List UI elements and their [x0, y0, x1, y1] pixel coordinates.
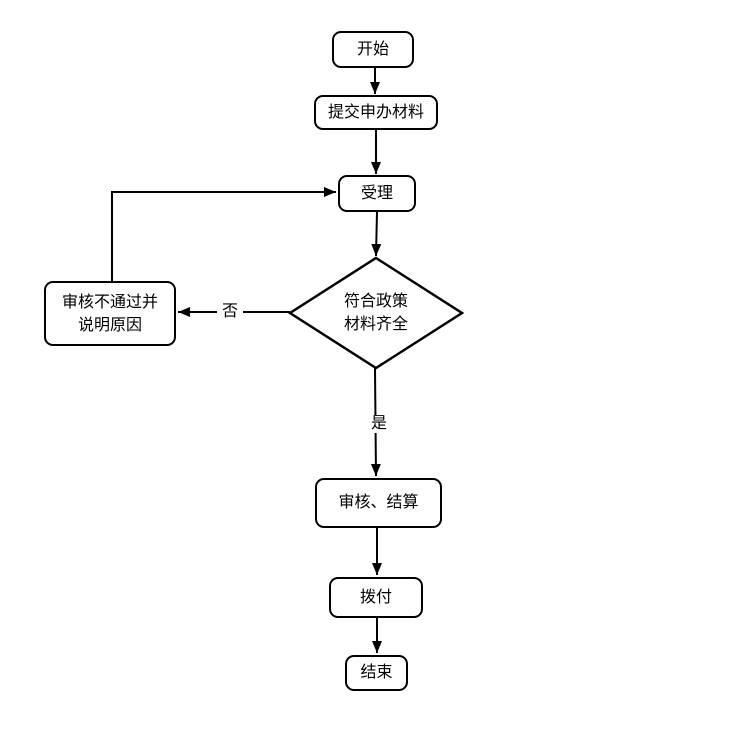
node-review-settlement: 审核、结算: [315, 478, 442, 528]
node-accept-label: 受理: [360, 184, 393, 202]
node-disbursement: 拨付: [329, 577, 423, 618]
edge-label-no: 否: [216, 303, 244, 321]
edge-label-yes: 是: [365, 415, 393, 433]
node-reject-notice-line1: 审核不通过并: [61, 293, 158, 311]
node-start-label: 开始: [356, 40, 389, 58]
node-reject-notice: 审核不通过并 说明原因: [44, 281, 176, 346]
node-review-settlement-label: 审核、结算: [338, 494, 419, 511]
arrow-accept-to-decision: [371, 211, 382, 257]
decision-label-line2: 材料齐全: [343, 316, 408, 333]
node-submit-materials-label: 提交申办材料: [327, 103, 424, 121]
node-disbursement-label: 拨付: [359, 588, 392, 606]
node-start: 开始: [332, 31, 414, 68]
node-reject-notice-line2: 说明原因: [77, 316, 142, 334]
node-end-label: 结束: [360, 664, 393, 681]
decision-diamond-label: 符合政策 材料齐全: [290, 258, 462, 368]
node-submit-materials: 提交申办材料: [314, 95, 438, 130]
node-end: 结束: [345, 655, 408, 691]
decision-label-line1: 符合政策: [343, 293, 408, 310]
node-accept: 受理: [338, 175, 416, 212]
arrow-reject-to-accept: [111, 187, 336, 281]
